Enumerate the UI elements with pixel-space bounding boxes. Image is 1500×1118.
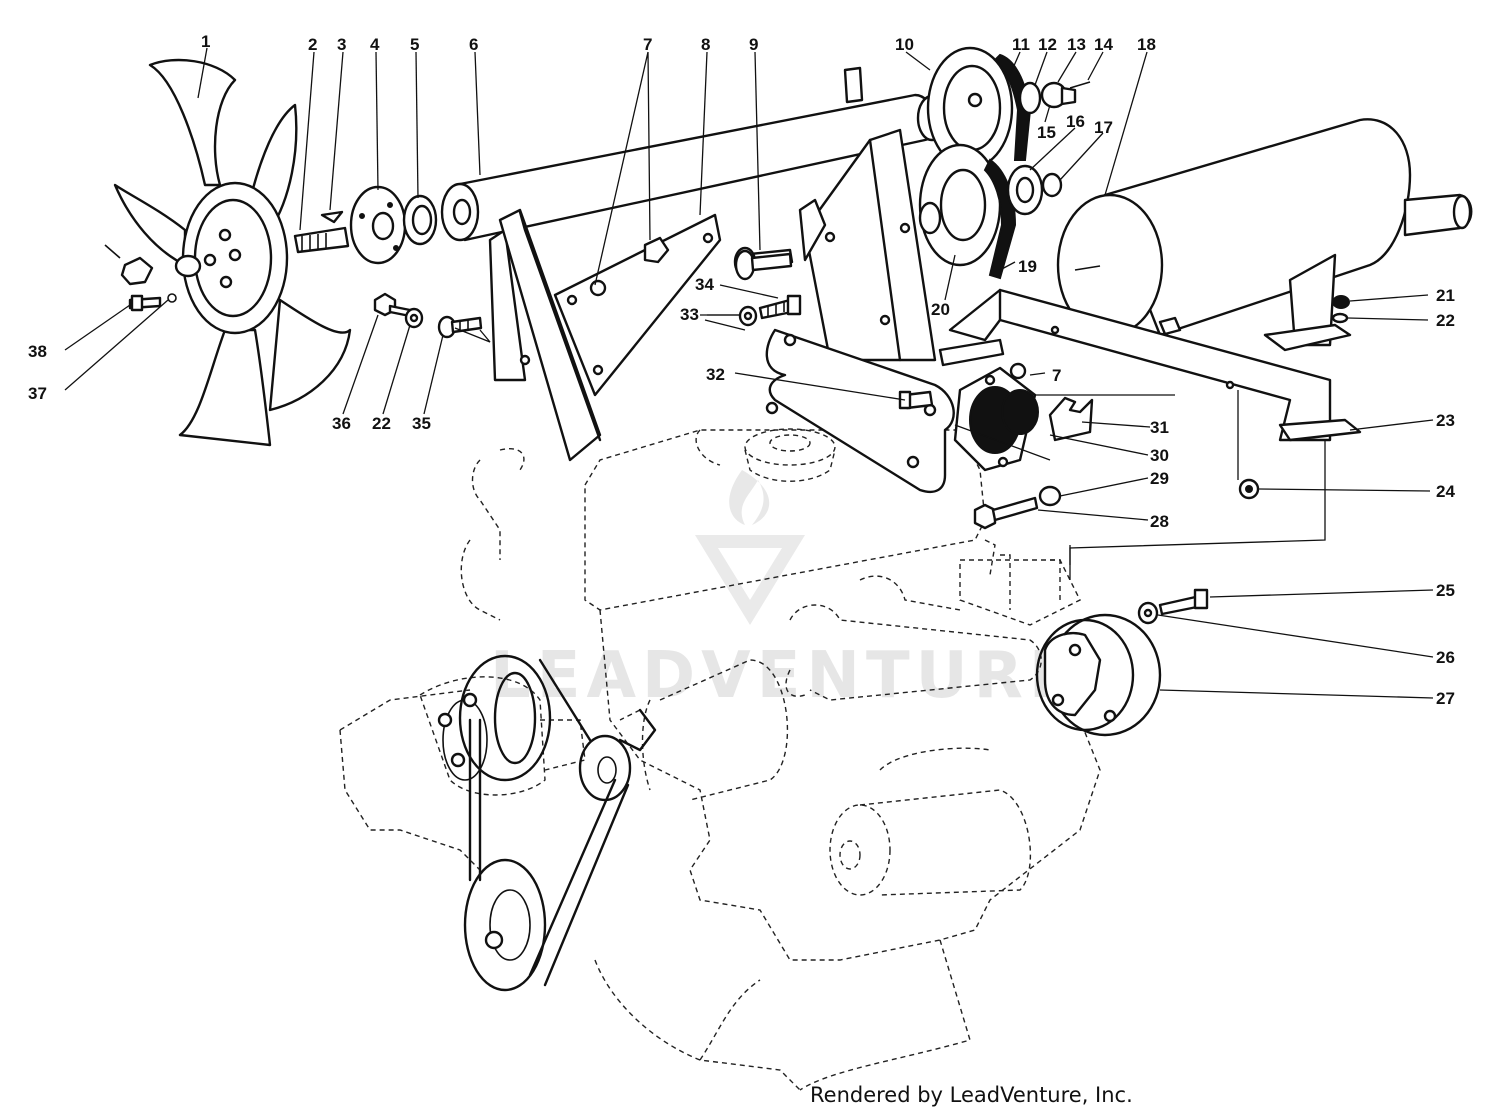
callout-3: 3 [337,35,346,54]
bolt-25 [1158,588,1209,616]
bolt-36 [373,292,412,318]
carriage-bolt [734,249,793,281]
callout-13: 13 [1067,35,1086,54]
callout-24: 24 [1436,482,1455,501]
bolt-28 [973,496,1039,530]
center-support-bracket [733,128,937,362]
callout-36: 36 [332,414,351,433]
callout-22: 22 [1436,311,1455,330]
callout-33: 33 [680,305,699,324]
callout-35: 35 [412,414,431,433]
upper-pulley [926,46,1032,170]
nut-21 [1332,295,1350,309]
watermark-logo: LEADVENTURE [490,470,1079,713]
callout-17: 17 [1094,118,1113,137]
callout-7: 7 [643,35,652,54]
callout-16: 16 [1066,112,1085,131]
callout-25: 25 [1436,581,1455,600]
nut-7-right [1009,362,1027,380]
callout-37: 37 [28,384,47,403]
callout-27: 27 [1436,689,1455,708]
lower-link-bracket [765,328,955,494]
callout-21: 21 [1436,286,1455,305]
callout-38: 38 [28,342,47,361]
callout-31: 31 [1150,418,1169,437]
nut-24 [1238,478,1260,500]
watermark-text: LEADVENTURE [490,639,1079,713]
washer-22-right [1331,312,1349,324]
callout-19: 19 [1018,257,1037,276]
clip-31 [1048,396,1094,442]
callout-6: 6 [469,35,478,54]
fan-blade [113,58,352,447]
washer-29 [1038,485,1062,507]
callout-7b: 7 [1052,366,1061,385]
muffler-frame [938,288,1362,442]
bolt-35 [437,315,483,339]
callout-4: 4 [370,35,380,54]
fan-shaft [293,210,350,254]
upper-bearing-set [1018,81,1091,115]
crank-pulley [1035,613,1162,737]
callout-30: 30 [1150,446,1169,465]
callout-34: 34 [695,275,714,294]
callout-1: 1 [201,32,210,51]
callout-leaders [64,47,1434,699]
callout-12: 12 [1038,35,1057,54]
callout-18: 18 [1137,35,1156,54]
callout-11: 11 [1012,35,1030,54]
callout-10: 10 [895,35,914,54]
callout-20: 20 [931,300,950,319]
callout-23: 23 [1436,411,1455,430]
isolator-mount [953,366,1039,472]
callout-labels: 1 2 3 4 5 6 7 8 9 10 11 12 13 14 18 15 1… [28,32,1455,708]
callout-2: 2 [308,35,317,54]
lower-bearing-set [1006,164,1063,216]
callout-26: 26 [1436,648,1455,667]
pulley-hub [349,185,407,265]
fan-hardware [104,244,202,312]
lower-pulley [918,143,1017,280]
callout-22b: 22 [372,414,391,433]
washer-22-left [404,307,424,329]
engine-belt-drive [437,654,657,992]
jackshaft-tube [440,66,948,242]
render-credit: Rendered by LeadVenture, Inc. [810,1083,1133,1107]
bolt-34 [758,294,802,320]
washer-33 [738,305,758,327]
callout-32: 32 [706,365,725,384]
callout-15: 15 [1037,123,1056,142]
callout-8: 8 [701,35,710,54]
engine-block [339,409,1101,1091]
bearing-left [402,194,438,246]
callout-28: 28 [1150,512,1169,531]
callout-29: 29 [1150,469,1169,488]
washer-26 [1137,601,1159,625]
callout-5: 5 [410,35,419,54]
muffler [1056,118,1473,352]
callout-14: 14 [1094,35,1113,54]
left-support-bracket [488,208,722,462]
callout-9: 9 [749,35,758,54]
